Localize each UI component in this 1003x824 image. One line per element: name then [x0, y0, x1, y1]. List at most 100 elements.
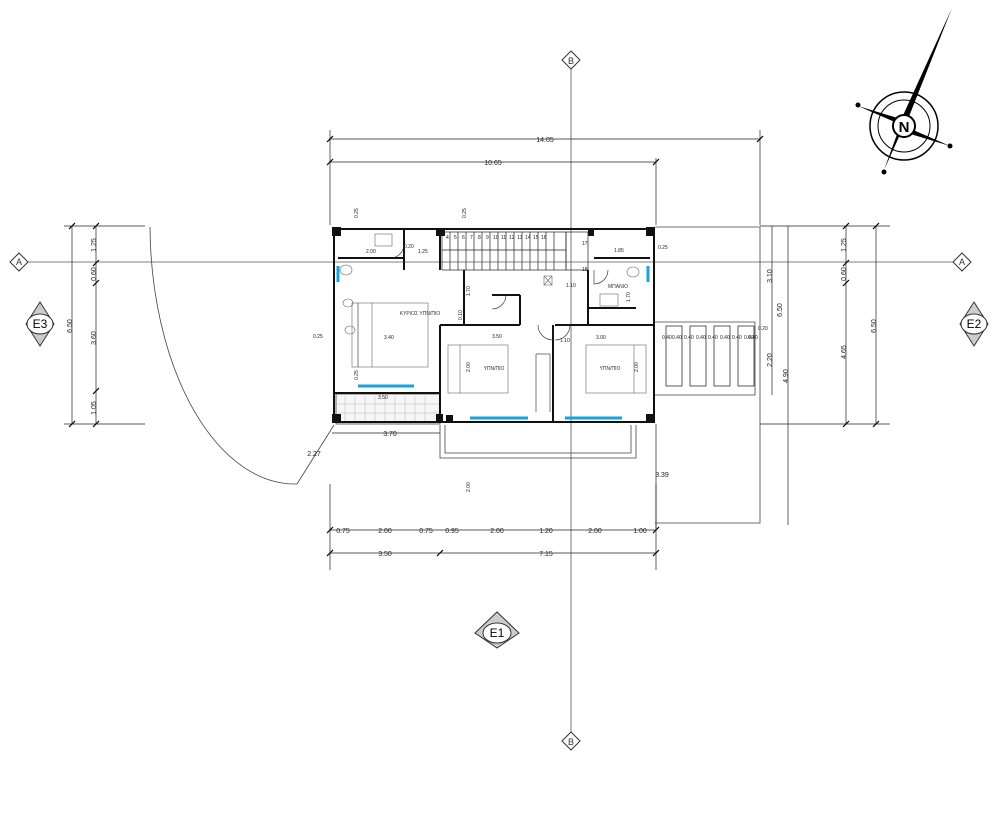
dim-misc-20: 2.00: [634, 362, 640, 372]
windows: [336, 266, 650, 420]
dim-top-sub: 10.65: [484, 160, 502, 167]
compass-north-label: N: [899, 119, 910, 136]
axis-b-label-bottom: B: [568, 737, 574, 747]
stair-step-18: 18: [582, 267, 588, 273]
dim-misc-2: 0.25: [462, 208, 468, 218]
axis-marker-a-left: A: [9, 252, 29, 272]
dim-balcony-drop: 3.39: [655, 472, 669, 479]
dim-misc-5: 1.25: [418, 249, 428, 255]
dim-fin-3: 0.40: [684, 335, 694, 341]
stair-step-16: 16: [541, 235, 547, 241]
dim-left-1: 1.25: [91, 238, 98, 252]
stair-numbers: 4 5 6 7 8 9 10 11 12 13 14 15 16 17 18: [446, 235, 588, 273]
dim-right-3: 4.65: [841, 345, 848, 359]
stair-step-5: 5: [454, 235, 457, 241]
room-bathroom: ΜΠΑΝΙΟ: [608, 284, 628, 290]
stair-step-9: 9: [486, 235, 489, 241]
dim-bottom-6: 1.20: [539, 528, 553, 535]
dim-right-total: 6.50: [871, 319, 878, 333]
dim-bottom-3: 0.75: [419, 528, 433, 535]
dim-right-extra-3: 2.20: [767, 353, 774, 367]
dim-bottom-2: 2.00: [378, 528, 392, 535]
elevation-e2-label: E2: [967, 317, 982, 331]
room-bedroom-1: ΥΠΝ/ΠΙΟ: [484, 366, 505, 372]
axis-lines: [25, 68, 958, 735]
dim-right-extra-2: 6.50: [777, 303, 784, 317]
dim-left-total: 6.50: [67, 319, 74, 333]
dim-left-3: 3.60: [91, 331, 98, 345]
dimension-lines: [64, 130, 890, 570]
axis-marker-b-top: B: [561, 50, 581, 70]
site-outlines: [149, 226, 761, 524]
columns: [332, 227, 655, 423]
terrace-tiles: [337, 396, 439, 422]
furniture: [339, 233, 647, 394]
dim-misc-17: 1.70: [626, 292, 632, 302]
dim-misc-4: 0.20: [404, 244, 414, 250]
stair-step-6: 6: [462, 235, 465, 241]
dim-bottom-1: 0.75: [336, 528, 350, 535]
dim-bottom-total-a: 3.50: [378, 551, 392, 558]
dim-misc-13: 1.10: [566, 283, 576, 289]
stair-step-4: 4: [446, 235, 449, 241]
dim-fin-2: 0.40: [672, 335, 682, 341]
dim-right-2: 0.60: [841, 267, 848, 281]
stair-step-13: 13: [517, 235, 523, 241]
dim-misc-21: 2.00: [466, 482, 472, 492]
dim-fin-8: 0.40: [744, 335, 754, 341]
axis-marker-b-bottom: B: [561, 731, 581, 751]
dim-fin-5: 0.40: [708, 335, 718, 341]
stair-step-10: 10: [493, 235, 499, 241]
dim-misc-11: 3.00: [596, 335, 606, 341]
dim-misc-6: 1.85: [614, 248, 624, 254]
elevation-e3-label: E3: [33, 317, 48, 331]
walls: [333, 228, 655, 423]
axis-a-label-left: A: [16, 257, 22, 267]
room-labels: ΚΥΡΙΟΣ ΥΠΝ/ΠΙΟ ΥΠΝ/ΠΙΟ ΥΠΝ/ΠΙΟ ΜΠΑΝΙΟ: [400, 284, 628, 372]
dim-fin-9: 0.40: [748, 335, 758, 341]
room-master-bedroom: ΚΥΡΙΟΣ ΥΠΝ/ΠΙΟ: [400, 311, 441, 317]
dim-radius: 2.27: [307, 451, 321, 458]
dim-misc-8: 3.40: [384, 335, 394, 341]
elevation-marker-e1: E1: [474, 611, 520, 649]
room-bedroom-2: ΥΠΝ/ΠΙΟ: [600, 366, 621, 372]
dim-misc-19: 2.00: [466, 362, 472, 372]
dim-fin-1: 0.40: [662, 335, 672, 341]
north-arrow-compass: N: [855, 8, 953, 175]
dim-misc-16: 1.70: [466, 286, 472, 296]
doors: [391, 243, 609, 412]
dim-bottom-7: 2.00: [588, 528, 602, 535]
dim-fin-7: 0.40: [732, 335, 742, 341]
dim-fin-6: 0.40: [720, 335, 730, 341]
stair-step-14: 14: [525, 235, 531, 241]
dim-misc-18: 0.25: [354, 370, 360, 380]
dim-top-total: 14.05: [536, 137, 554, 144]
dim-fin-4: 0.40: [696, 335, 706, 341]
dim-misc-10: 3.50: [492, 334, 502, 340]
elevation-e1-label: E1: [490, 626, 505, 640]
dim-misc-15: 0.10: [458, 310, 464, 320]
axis-marker-a-right: A: [952, 252, 972, 272]
dim-bottom-total-b: 7.15: [539, 551, 553, 558]
axis-b-label-top: B: [568, 56, 574, 66]
dimension-ticks: [68, 135, 880, 557]
dim-misc-12: 3.50: [378, 395, 388, 401]
dim-fin-end: 0.20: [758, 326, 768, 332]
dim-right-extra-1: 3.10: [767, 269, 774, 283]
stair-step-17: 17: [582, 241, 588, 247]
dim-misc-7: 0.25: [658, 245, 668, 251]
dim-bottom-5: 2.00: [490, 528, 504, 535]
dim-misc-14: 1.10: [560, 338, 570, 344]
dim-misc-3: 2.00: [366, 249, 376, 255]
stair-step-11: 11: [501, 235, 506, 241]
dim-left-4: 1.05: [91, 401, 98, 415]
stair-step-12: 12: [509, 235, 515, 241]
stair-step-8: 8: [478, 235, 481, 241]
dim-left-2: 0.60: [91, 267, 98, 281]
elevation-marker-e2: E2: [959, 301, 989, 347]
facade-fins: [665, 325, 755, 387]
dim-right-extra-4: 4.90: [783, 369, 790, 383]
stair-step-7: 7: [470, 235, 473, 241]
dim-lower-left: 3.70: [383, 431, 397, 438]
